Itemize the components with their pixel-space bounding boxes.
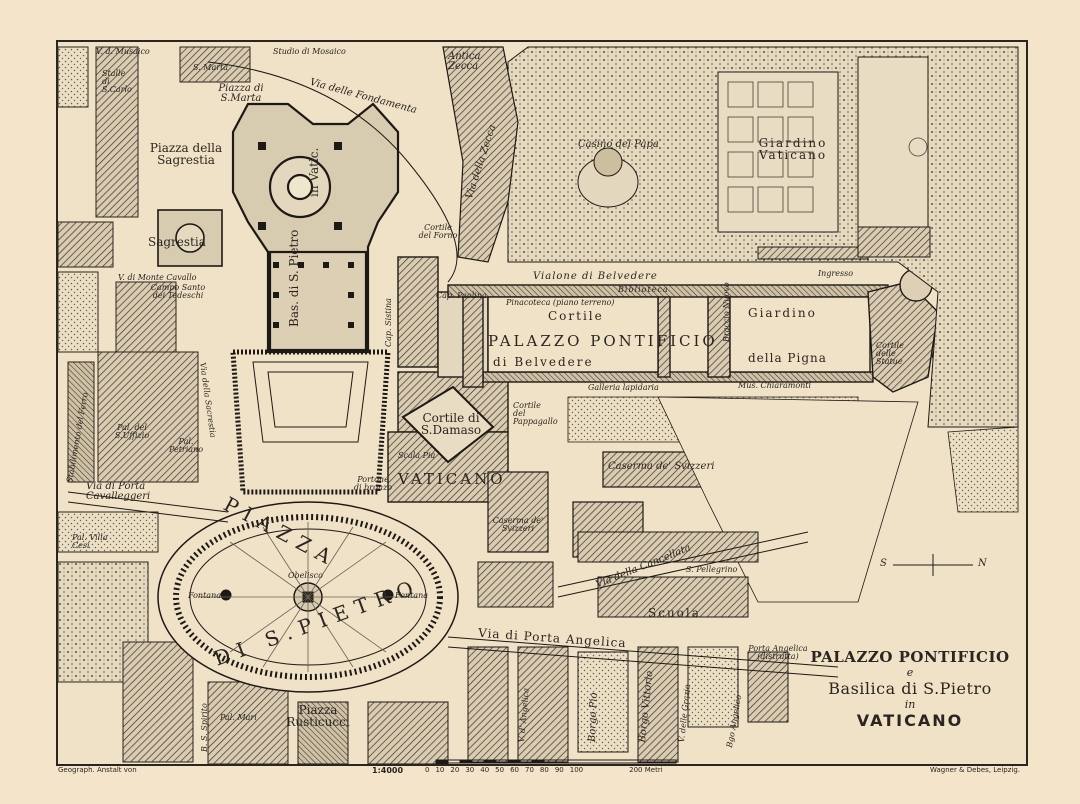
compass-north: N (978, 558, 987, 569)
belvedere-corridors (447, 284, 889, 388)
label-borgo-pio: Borgo Pio (587, 692, 600, 743)
label-cortile-damaso: Cortile di S.Damaso (420, 411, 482, 437)
scale-tick: 30 (465, 766, 475, 774)
label-mus-chiaramonti: Mus. Chiaramonti (738, 381, 812, 390)
borgo-blocks (297, 531, 789, 764)
label-cap-sistina: Cap. Sistina (384, 298, 393, 347)
title-line-5: VATICANO (856, 711, 964, 730)
label-pal-mari: Pal. Mari (220, 713, 257, 722)
scale-tick: 10 (435, 766, 445, 774)
streets (67, 61, 839, 678)
label-pal-uffizio: Pal. del S.Uffizio (114, 423, 150, 440)
scale-tick: 70 (525, 766, 534, 774)
scale-tick: 0 (425, 766, 430, 774)
compass-south: S (880, 558, 887, 569)
label-pal-villa-cesi: Pal. Villa Cesi (72, 533, 108, 550)
label-vialone: Vialone di Belvedere (533, 271, 658, 282)
label-sagrestia: Sagrestia (148, 235, 206, 249)
label-vaticano: VATICANO (398, 470, 506, 488)
label-borgo-s-spirito: B. S. Spirito (200, 703, 209, 752)
basilica-piers (258, 142, 354, 328)
label-ingresso: Ingresso (818, 269, 854, 278)
scale-bar (435, 759, 677, 764)
piazza-rays (198, 522, 418, 672)
label-scuola: Scuola (648, 606, 701, 620)
label-cortile-pappagallo: Cortile del Pappagallo (513, 401, 558, 426)
label-caserma-svizzeri: Caserma de' Svizzeri (608, 461, 715, 472)
title-line-4: in (904, 698, 916, 711)
title-line-2: e (906, 666, 914, 679)
map-drawing (58, 42, 1026, 764)
scale-tick: 200 Metri (629, 766, 663, 774)
built-blocks-west (58, 46, 289, 764)
label-braccio-nuovo: Braccio Nuovo (722, 282, 731, 342)
scale-tick: 100 (569, 766, 584, 774)
label-piazza-rusticucci: Piazza Rusticucci (286, 703, 350, 729)
label-caserma-svizzeri-2: Caserma de' Svizzeri (492, 516, 544, 533)
label-piazza-sagrestia: Piazza della Sagrestia (149, 141, 223, 167)
footer-scale: 1:4000 (372, 766, 404, 775)
footer-publisher-left: Geograph. Anstalt von (58, 766, 137, 774)
scale-tick: 50 (495, 766, 505, 774)
label-in-vatic: in Vatic. (307, 147, 321, 197)
compass-rose (893, 554, 973, 576)
label-giardino-vaticano: Giardino Vaticano (758, 136, 828, 162)
zecca-building (442, 46, 519, 263)
label-palazzo-pontificio: PALAZZO PONTIFICIO (488, 332, 718, 350)
label-studio-mosaico: Studio di Mosaico (273, 47, 346, 56)
map-title-block: PALAZZO PONTIFICIO e Basilica di S.Pietr… (790, 648, 1030, 730)
scale-tick: 80 (539, 766, 549, 774)
label-v-musaico: V. d. Musaico (96, 47, 150, 56)
vatican-gardens (507, 46, 1019, 428)
scale-tick: 20 (450, 766, 460, 774)
label-fontana-left: Fontana (188, 591, 221, 600)
scale-tick: 40 (480, 766, 490, 774)
cortile-damaso (401, 385, 495, 464)
label-portone: Portone di bronzo (353, 475, 393, 492)
label-s-marta: S. Marta (193, 63, 229, 72)
label-basilica: Bas. di S. Pietro (287, 229, 301, 327)
label-cap-paolina: Cap. Paolina (436, 291, 487, 300)
label-porta-angelica: Porta Angelica (distrutta) (748, 644, 808, 661)
label-di-belvedere: di Belvedere (493, 355, 594, 369)
label-v-monte-cavallo: V. di Monte Cavallo (118, 273, 197, 282)
label-stalle: Stalle di S.Carlo (102, 69, 132, 94)
title-line-3: Basilica di S.Pietro (828, 679, 992, 698)
label-galleria: Galleria lapidaria (588, 383, 659, 392)
title-line-1: PALAZZO PONTIFICIO (810, 648, 1010, 666)
label-campo-santo: Campo Santo dei Tedeschi (150, 283, 206, 300)
label-giardino: Giardino (748, 306, 817, 320)
label-cortile-statue: Cortile delle Statue (876, 341, 904, 366)
label-biblioteca: Biblioteca (618, 285, 669, 294)
label-piazza-s-marta: Piazza di S.Marta (218, 83, 264, 104)
label-pal-petriano: Pal. Petriano (168, 437, 204, 454)
label-fontana-right: Fontana (395, 591, 428, 600)
scale-tick: 90 (554, 766, 564, 774)
footer-scale-ticks: 0 10 20 30 40 50 60 70 80 90 100 200 Met… (425, 766, 663, 774)
map-plate: V. d. Musaico Studio di Mosaico S. Marta… (56, 40, 1028, 766)
scale-tick: 60 (510, 766, 519, 774)
label-della-pigna: della Pigna (748, 351, 827, 365)
label-pinacoteca: Pinacoteca (piano terreno) (506, 298, 615, 307)
label-via-porta-cav: Via di Porta Cavalleggeri (86, 481, 151, 502)
label-cortile: Cortile (548, 309, 604, 323)
footer-publisher-right: Wagner & Debes, Leipzig. (930, 766, 1021, 774)
basilica-outline (231, 102, 400, 354)
piazza-retta (230, 349, 391, 495)
garden-parterres (727, 81, 928, 213)
label-s-pellegrino: S. Pellegrino (686, 565, 738, 574)
label-cortile-forno: Cortile del Forno (418, 223, 458, 240)
label-casino-papa: Casino del Papa (578, 139, 659, 150)
sagrestia-building (157, 209, 223, 267)
label-scala-pia: Scala Pia (398, 451, 436, 460)
label-obelisco: Obelisco (288, 571, 323, 580)
dotted-lawns (567, 396, 1019, 603)
label-antica-zecca: Antica Zecca (448, 51, 481, 72)
